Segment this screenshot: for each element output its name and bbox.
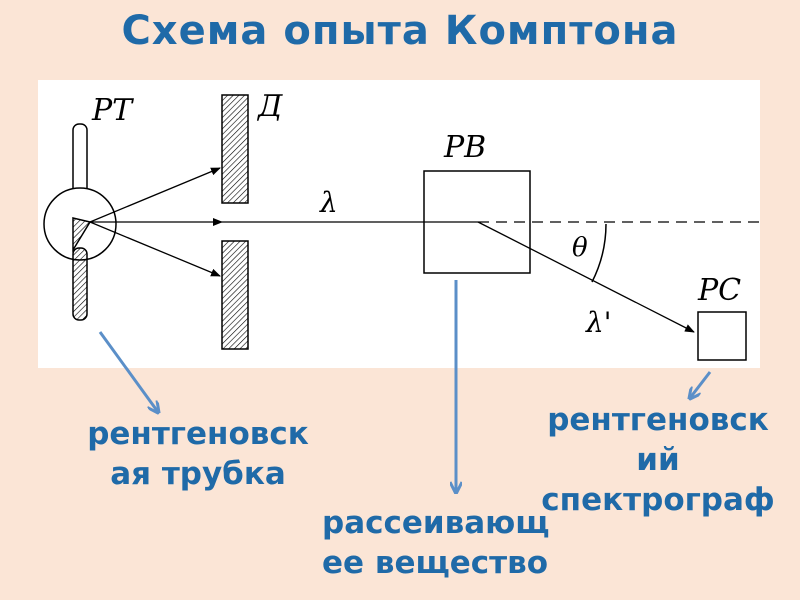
caption-spectrograph: рентгеновск ий спектрограф — [541, 402, 775, 518]
label-tube: PT — [91, 93, 134, 128]
tube-lower-stem — [72, 247, 88, 321]
label-theta: θ — [572, 233, 588, 263]
pointer-tube — [98, 331, 158, 412]
diaphragm-upper — [221, 94, 249, 204]
theta-arc — [591, 223, 607, 283]
label-spectrograph: PC — [697, 273, 741, 308]
caption-scatterer: рассеивающ ее вещество — [322, 505, 550, 581]
label-lambda: λ — [319, 186, 338, 219]
spectrograph-box — [697, 311, 747, 361]
tube-upper-stem — [72, 123, 88, 195]
ray-lower — [89, 221, 221, 277]
xray-tube — [43, 123, 117, 321]
scatterer-box — [423, 170, 531, 274]
diaphragm-lower — [221, 240, 249, 350]
label-lambda-prime: λ' — [585, 306, 611, 339]
diagram-panel — [38, 80, 760, 368]
scattered-ray — [477, 221, 695, 333]
caption-tube: рентгеновск ая трубка — [87, 416, 309, 492]
label-scatterer: PB — [443, 130, 486, 165]
pointer-spectrograph — [690, 371, 712, 398]
slide-title: Схема опыта Комптона — [121, 8, 679, 54]
label-diaphragm: Д — [256, 89, 283, 124]
tube-anode — [72, 217, 92, 253]
ray-upper — [89, 167, 221, 223]
